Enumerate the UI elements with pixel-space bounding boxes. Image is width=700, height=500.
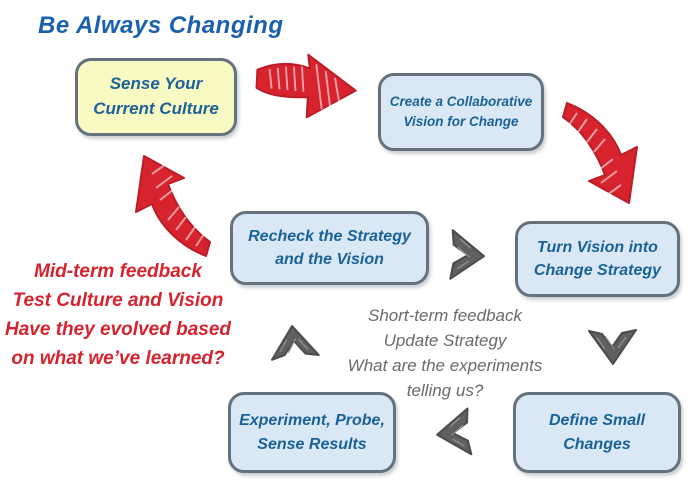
node-label-line: Current Culture <box>93 99 219 118</box>
note-line: telling us? <box>406 381 484 400</box>
note-line: Update Strategy <box>383 331 507 350</box>
node-label-line: Change Strategy <box>533 262 662 279</box>
node-label-line: Recheck the Strategy <box>248 227 411 245</box>
short-term-feedback-note: Short-term feedback Update Strategy What… <box>338 303 552 403</box>
node-label-line: Sense Results <box>257 435 367 453</box>
connector-define-to-experiment <box>431 404 476 462</box>
connector-experiment-to-recheck <box>264 320 323 364</box>
note-line: Short-term feedback <box>367 306 522 325</box>
node-label-line: Changes <box>563 435 631 453</box>
note-line: Have they evolved based <box>5 319 231 340</box>
connector-create-to-turn <box>557 97 647 209</box>
node-label-line: Vision for Change <box>403 114 519 129</box>
node-label-line: Experiment, Probe, <box>239 412 385 430</box>
node-define-small-changes: Define Small Changes <box>513 392 681 473</box>
connector-recheck-to-turn <box>445 225 489 286</box>
red-sketch-arrow-up-left-icon <box>135 155 211 257</box>
gray-chevron-left-icon <box>436 407 473 456</box>
red-sketch-arrow-down-right-icon <box>562 102 638 204</box>
node-label-line: Define Small <box>548 412 646 430</box>
node-label-line: Create a Collaborative <box>389 94 533 110</box>
gray-chevron-up-icon <box>271 325 320 361</box>
red-sketch-arrow-right-icon <box>255 53 357 119</box>
note-line: Test Culture and Vision <box>12 290 224 311</box>
connector-turn-to-define <box>584 326 641 368</box>
node-label-line: Sense Your <box>109 74 203 94</box>
connector-sense-to-create <box>247 44 369 128</box>
note-line: on what we’ve learned? <box>11 348 225 369</box>
node-experiment-probe-sense: Experiment, Probe, Sense Results <box>228 392 396 473</box>
gray-chevron-down-icon <box>588 329 637 365</box>
node-recheck-strategy-and-vision: Recheck the Strategy and the Vision <box>230 211 429 285</box>
gray-chevron-right-icon <box>449 229 485 280</box>
note-line: Mid-term feedback <box>34 261 202 282</box>
node-create-collaborative-vision: Create a Collaborative Vision for Change <box>378 73 544 151</box>
node-sense-current-culture: Sense Your Current Culture <box>75 58 237 136</box>
diagram-title: Be Always Changing <box>38 12 284 39</box>
node-label-line: Turn Vision into <box>537 238 658 256</box>
mid-term-feedback-note: Mid-term feedback Test Culture and Visio… <box>2 257 234 373</box>
connector-recheck-to-sense <box>126 150 216 262</box>
note-line: What are the experiments <box>347 356 543 375</box>
node-label-line: and the Vision <box>275 251 384 268</box>
node-turn-vision-into-strategy: Turn Vision into Change Strategy <box>515 221 680 297</box>
